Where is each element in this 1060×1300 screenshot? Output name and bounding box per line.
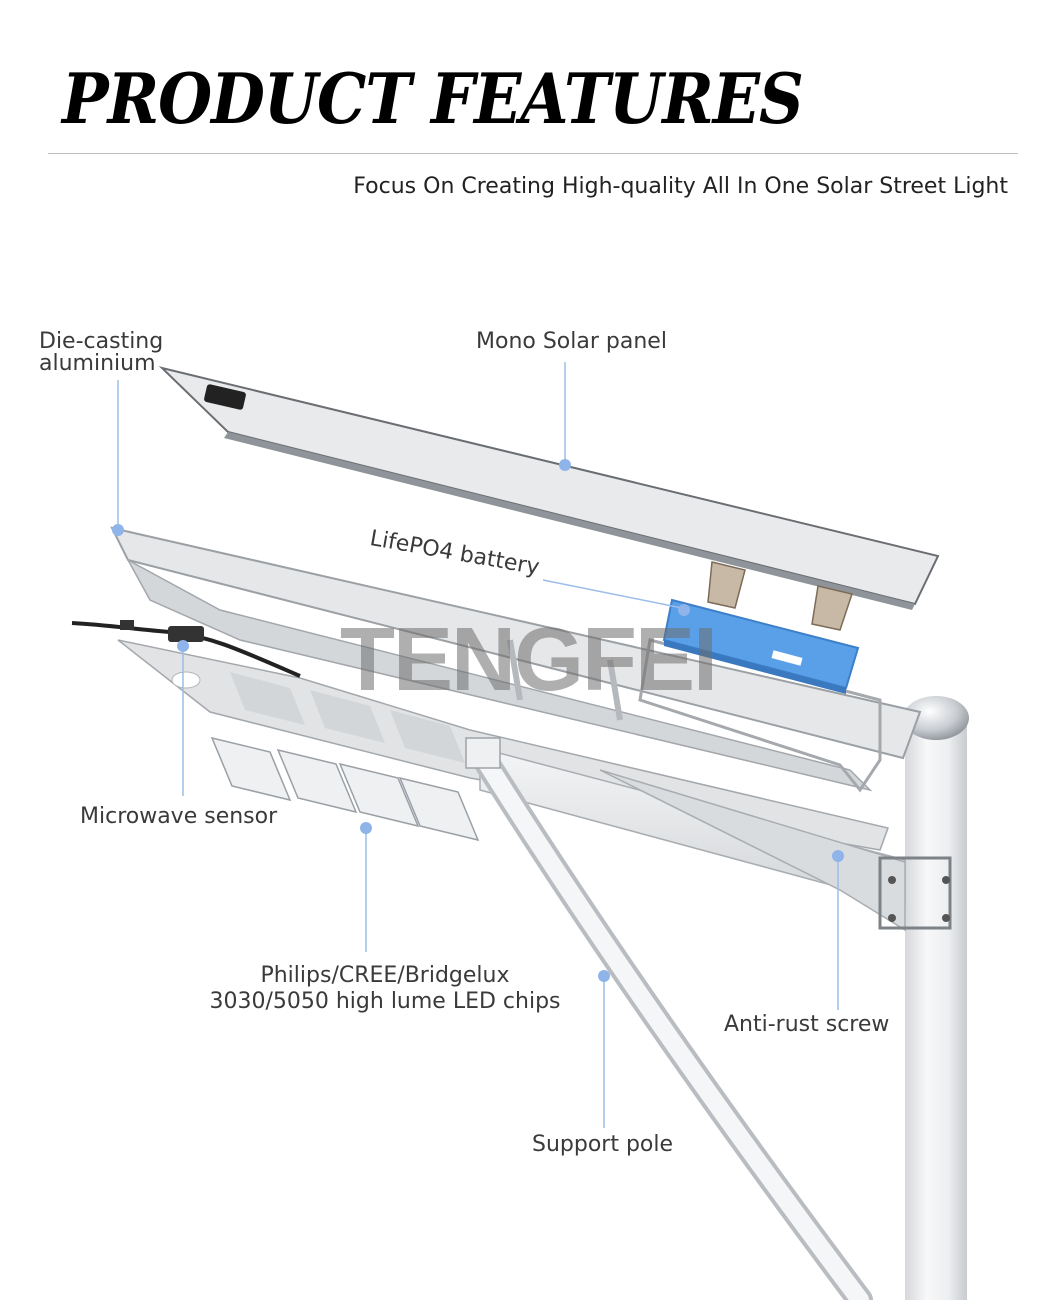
watermark-text: TENGFEI	[340, 610, 716, 710]
battery-brackets	[707, 561, 853, 631]
aluminium-frame	[110, 526, 922, 793]
callout-label-die-casting: Die-casting aluminium	[39, 331, 163, 375]
main-pole	[903, 696, 969, 1300]
callout-dot-solar-panel	[559, 459, 571, 471]
callout-label-sensor: Microwave sensor	[80, 804, 278, 829]
callout-dot-support-pole	[598, 970, 610, 982]
callout-label-die-casting-line2: aluminium	[39, 351, 156, 376]
callout-label-led-chips-line1: Philips/CREE/Bridgelux	[260, 963, 510, 988]
callout-dot-screw	[832, 850, 844, 862]
sensor-cable	[71, 620, 301, 678]
callout-label-solar-panel: Mono Solar panel	[476, 329, 667, 354]
page-subtitle: Focus On Creating High-quality All In On…	[353, 174, 1008, 199]
led-chip-modules	[210, 736, 480, 842]
callout-dot-sensor	[177, 640, 189, 652]
solar-panel	[158, 366, 940, 610]
callout-dot-battery	[678, 604, 690, 616]
callout-label-support-pole: Support pole	[532, 1132, 674, 1157]
page-title: PRODUCT FEATURES	[62, 58, 804, 140]
callout-label-led-chips-line2: 3030/5050 high lume LED chips	[209, 989, 561, 1014]
callout-label-screw: Anti-rust screw	[724, 1012, 890, 1037]
callout-label-die-casting-line1: Die-casting	[39, 329, 164, 354]
support-pole	[465, 737, 873, 1300]
callout-dot-led-chips	[360, 822, 372, 834]
led-housing	[117, 639, 889, 851]
header-divider	[48, 153, 1018, 154]
callout-label-led-chips: Philips/CREE/Bridgelux 3030/5050 high lu…	[180, 965, 590, 1013]
callout-leaders	[112, 362, 844, 1128]
lifepo4-battery	[662, 598, 860, 694]
callout-dot-die-casting	[112, 524, 124, 536]
